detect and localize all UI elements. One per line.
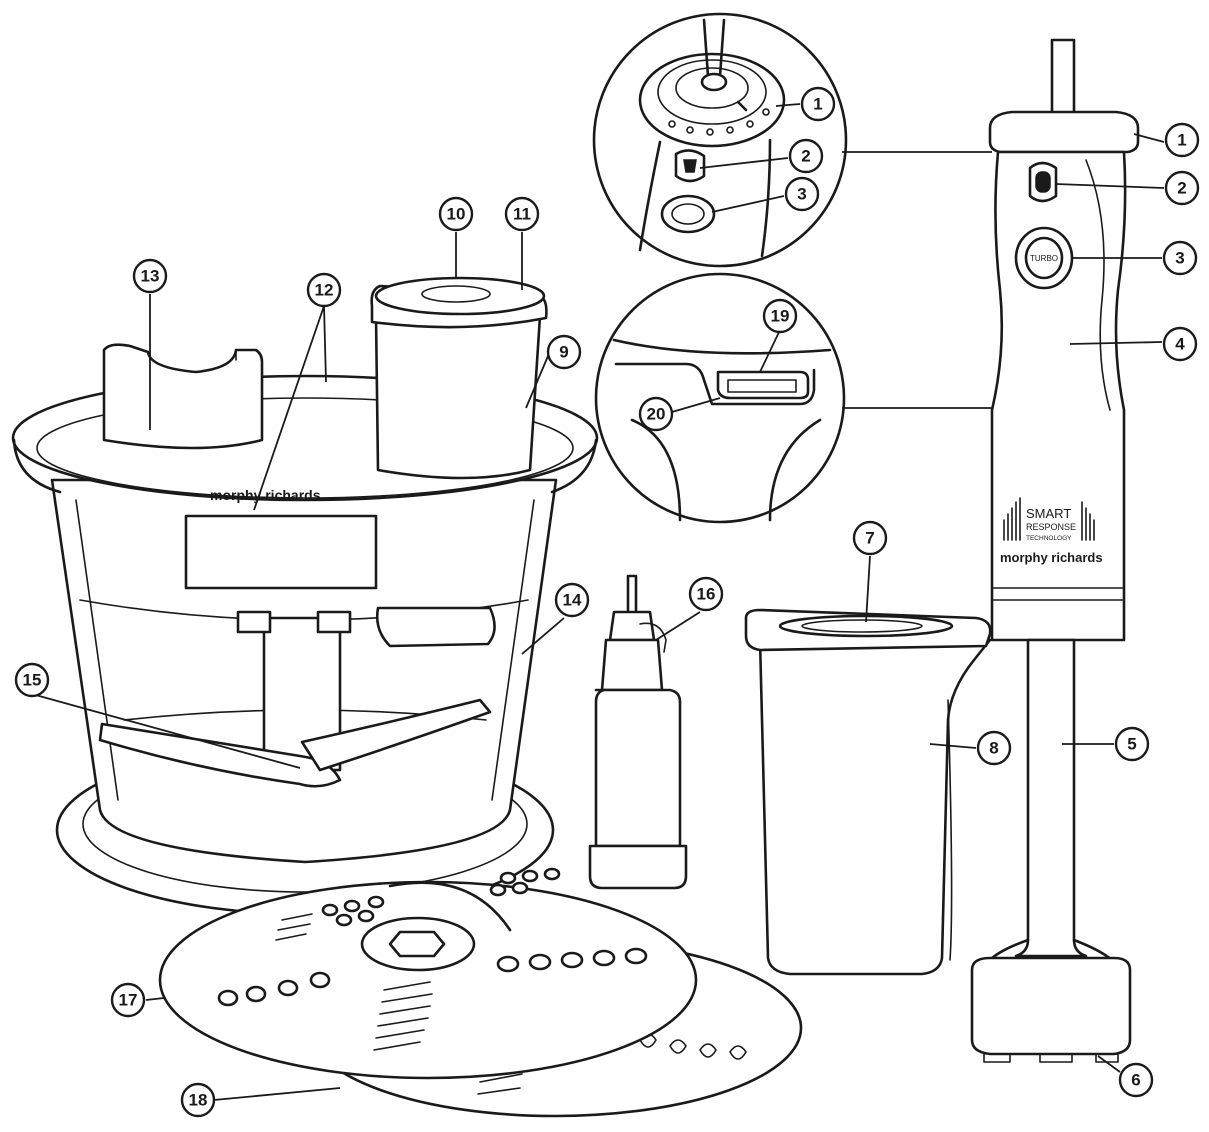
callout-5: 5 xyxy=(1114,726,1150,762)
callout-17-label: 17 xyxy=(119,991,138,1010)
callout-20-label: 20 xyxy=(647,405,666,424)
callout-15-label: 15 xyxy=(23,671,42,690)
callout-3-zoom: 3 xyxy=(784,176,820,212)
callout-11-label: 11 xyxy=(513,205,531,224)
callout-19: 19 xyxy=(762,298,798,334)
callout-1-zoom-label: 1 xyxy=(813,95,822,114)
callout-2-label: 2 xyxy=(1177,179,1186,198)
leader-lines xyxy=(31,103,1165,1101)
callout-10: 10 xyxy=(438,196,474,232)
callout-7: 7 xyxy=(852,520,888,556)
callout-2: 2 xyxy=(1164,170,1200,206)
callout-14-label: 14 xyxy=(563,591,582,610)
callout-16: 16 xyxy=(688,576,724,612)
callout-1-label: 1 xyxy=(1177,131,1186,150)
callout-12: 12 xyxy=(306,272,342,308)
callout-16-label: 16 xyxy=(697,585,716,604)
blender-brand-text: morphy richards xyxy=(1000,550,1103,565)
blending-beaker xyxy=(744,608,992,976)
callout-13: 13 xyxy=(132,258,168,294)
callout-9-label: 9 xyxy=(559,343,568,362)
callout-10-label: 10 xyxy=(447,205,466,224)
callout-6-label: 6 xyxy=(1131,1071,1140,1090)
callout-6: 6 xyxy=(1118,1062,1154,1098)
callout-2-zoom-label: 2 xyxy=(801,147,810,166)
callout-19-label: 19 xyxy=(771,307,790,326)
callout-1-zoom: 1 xyxy=(800,86,836,122)
callout-11: 11 xyxy=(504,196,540,232)
food-processor: morphy richards xyxy=(11,276,599,916)
callout-12-label: 12 xyxy=(315,281,334,300)
turbo-button-label: TURBO xyxy=(1030,254,1058,263)
bowl-brand-text: morphy richards xyxy=(210,487,321,503)
callout-18: 18 xyxy=(180,1082,216,1118)
controls-zoom-view xyxy=(592,12,848,268)
badge-smart-text: SMART xyxy=(1026,506,1071,521)
callout-17: 17 xyxy=(110,982,146,1018)
badge-response-text: RESPONSE xyxy=(1026,522,1076,532)
hand-blender: TURBO SMART RESPONSE TECHNOLOGY morphy r… xyxy=(970,38,1140,1063)
callout-8: 8 xyxy=(976,730,1012,766)
callout-4-label: 4 xyxy=(1175,335,1185,354)
callout-3-label: 3 xyxy=(1175,249,1184,268)
zoom-speed-button-icon xyxy=(683,159,697,173)
callout-5-label: 5 xyxy=(1127,735,1136,754)
callout-7-label: 7 xyxy=(865,529,874,548)
callout-1: 1 xyxy=(1164,122,1200,158)
callout-18-label: 18 xyxy=(189,1091,208,1110)
callout-3-zoom-label: 3 xyxy=(797,185,806,204)
callout-9: 9 xyxy=(546,334,582,370)
slicing-discs xyxy=(158,867,803,1118)
callout-15: 15 xyxy=(14,662,50,698)
callout-8-label: 8 xyxy=(989,739,998,758)
speed-button-icon xyxy=(1035,171,1051,193)
callout-2-zoom: 2 xyxy=(788,138,824,174)
badge-technology-text: TECHNOLOGY xyxy=(1026,535,1072,542)
callout-14: 14 xyxy=(554,582,590,618)
callout-3: 3 xyxy=(1162,240,1198,276)
smart-response-badge: SMART RESPONSE TECHNOLOGY morphy richard… xyxy=(1000,497,1103,565)
callout-13-label: 13 xyxy=(141,267,160,286)
callout-4: 4 xyxy=(1162,326,1198,362)
callout-20: 20 xyxy=(638,396,674,432)
whisk-adaptor xyxy=(588,574,688,890)
